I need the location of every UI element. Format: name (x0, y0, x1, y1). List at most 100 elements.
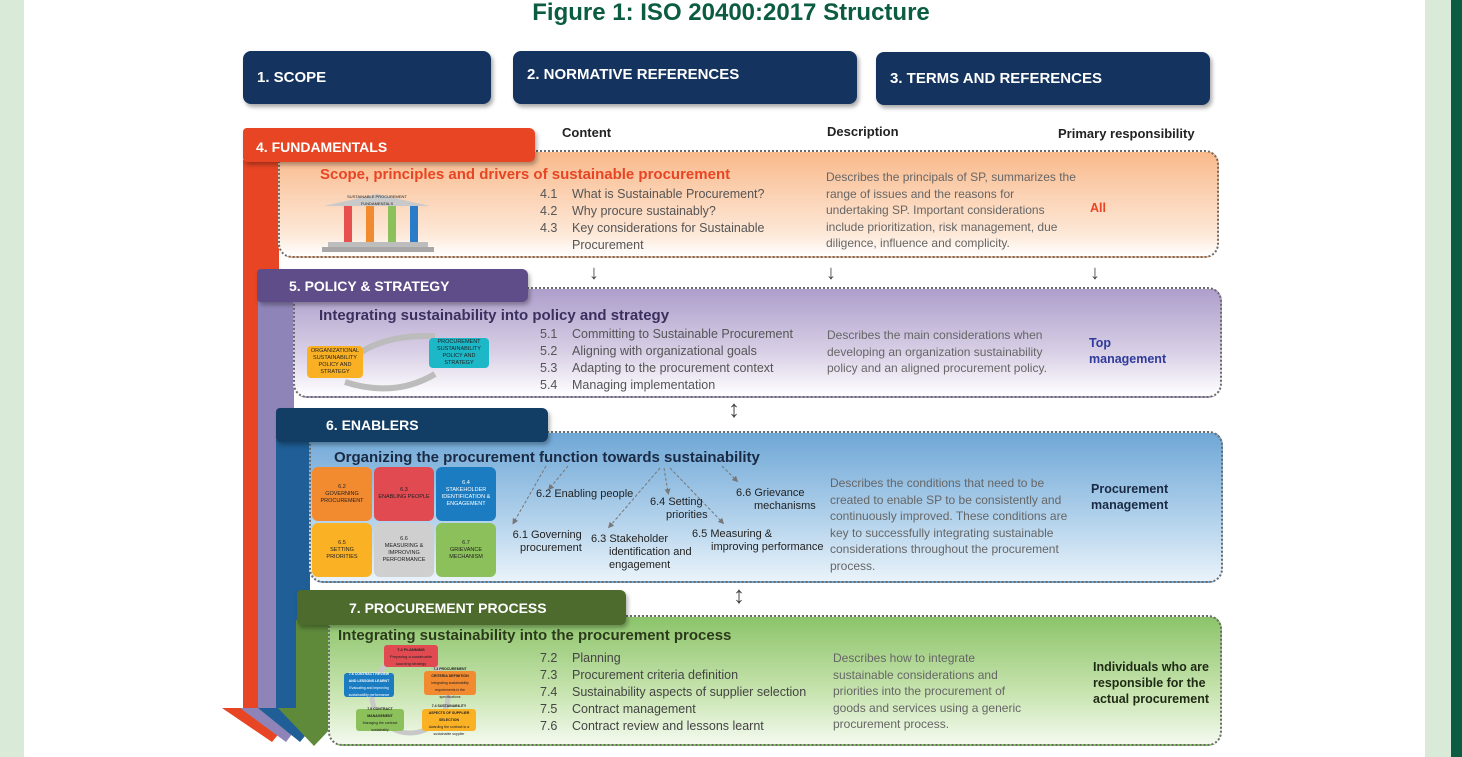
step-sub: Awarding the contract to a sustainable s… (428, 724, 470, 736)
responsibility-line: Individuals who are (1093, 660, 1209, 674)
figure-title: Figure 1: ISO 20400:2017 Structure (0, 0, 1462, 27)
terms-and-references-box: 3. TERMS AND REFERENCES (876, 52, 1210, 105)
figure-title-text: Figure 1: ISO 20400:2017 Structure (532, 0, 930, 26)
cycle-step: 7.4 SUSTAINABILITY ASPECTS OF SUPPLIER S… (422, 704, 476, 736)
policy-description: Describes the main considerations when d… (827, 328, 1047, 375)
double-arrow-icon: ↕ (733, 582, 745, 609)
fundamentals-panel (278, 150, 1219, 258)
item-text: Managing implementation (572, 378, 716, 392)
fundamentals-tab-label: 4. FUNDAMENTALS (256, 139, 388, 155)
puzzle-number: 6.6 (400, 536, 408, 542)
enablers-arrowhead (258, 708, 328, 742)
process-bar (296, 620, 330, 708)
scope-box: 1. SCOPE (243, 51, 491, 104)
puzzle-number: 6.4 (462, 480, 470, 486)
enabler-label-6-5: 6.5 Measuring &improving performance (692, 528, 824, 554)
down-arrow-icon: ↓ (589, 262, 599, 284)
column-header-responsibility: Primary responsibility (1058, 126, 1195, 141)
enablers-tab: 6. ENABLERS (276, 408, 548, 442)
process-responsibility: Individuals who are responsible for the … (1093, 659, 1209, 707)
pointer-arrow (669, 467, 725, 525)
pointer-arrow (663, 467, 671, 495)
policy-bar (258, 296, 294, 708)
puzzle-number: 6.3 (400, 487, 408, 493)
step-title: 7.5 CONTRACT MANAGEMENT (367, 707, 393, 718)
policy-heading: Integrating sustainability into policy a… (319, 307, 670, 324)
down-arrow-icon: ↓ (826, 262, 836, 284)
item-number: 5.3 (540, 361, 558, 375)
temple-icon (322, 194, 434, 252)
content-item: Procurement (540, 237, 764, 254)
responsibility-line: responsible for the (1093, 676, 1206, 690)
fundamentals-heading: Scope, principles and drivers of sustain… (320, 166, 731, 183)
item-number: 4.3 (540, 221, 558, 235)
item-text: Why procure sustainably? (572, 204, 716, 218)
item-text: Contract management (572, 702, 696, 716)
double-arrow-icon: ↕ (728, 396, 740, 423)
puzzle-text: STAKEHOLDER IDENTIFICATION & ENGAGEMENT (441, 487, 491, 507)
label-line: engagement (609, 559, 671, 571)
puzzle-number: 6.7 (462, 539, 470, 546)
column-header-content: Content (562, 125, 612, 140)
item-number: 7.6 (540, 719, 558, 733)
cycle-step: 7.3 PROCUREMENT CRITERIA DEFINITION Integ… (424, 667, 476, 699)
item-number: 7.5 (540, 702, 558, 716)
responsibility-line: Procurement (1091, 482, 1169, 496)
policy-arrowhead (240, 708, 312, 742)
content-item: 5.3 Adapting to the procurement context (540, 360, 793, 377)
item-text: Procurement (572, 238, 644, 252)
item-text: Adapting to the procurement context (572, 361, 774, 375)
normative-references-box: 2. NORMATIVE REFERENCES (513, 51, 857, 104)
item-text: Key considerations for Sustainable (572, 221, 765, 235)
item-text: Procurement criteria definition (572, 668, 739, 682)
label-line: 6.6 Grievance (736, 487, 805, 499)
step-sub: Evaluating and improving sustainability … (348, 686, 390, 697)
item-text: Planning (572, 651, 621, 665)
item-number: 7.3 (540, 668, 558, 682)
step-title: 7.3 PROCUREMENT CRITERIA DEFINITION (431, 666, 469, 678)
content-item: 4.3 Key considerations for Sustainable (540, 220, 764, 237)
item-text: Contract review and lessons learnt (572, 719, 764, 733)
puzzle-text: ENABLING PEOPLE (378, 494, 430, 500)
pointer-arrow (512, 465, 547, 525)
puzzle-number: 6.5 (338, 539, 346, 546)
step-sub: Preparing a sustainable sourcing strateg… (389, 653, 433, 666)
process-tab-label: 7. PROCUREMENT PROCESS (349, 599, 547, 616)
right-border-light (1425, 0, 1451, 757)
item-number: 4.1 (540, 187, 558, 201)
scope-label: 1. SCOPE (257, 69, 327, 86)
down-arrow-icon: ↓ (1090, 262, 1100, 284)
responsibility-line: management (1089, 352, 1167, 366)
label-line: priorities (666, 509, 708, 521)
enablers-heading: Organizing the procurement function towa… (334, 449, 760, 466)
policy-cycle-graphic: ORGANIZATIONAL SUSTAINABILITY POLICY AND… (305, 326, 495, 394)
process-panel (328, 615, 1222, 746)
item-number: 5.4 (540, 378, 558, 392)
policy-responsibility: Top management (1089, 335, 1166, 367)
item-number (540, 237, 572, 254)
item-text: Committing to Sustainable Procurement (572, 327, 793, 341)
enabler-label-6-2: 6.2 Enabling people (536, 488, 634, 500)
pointer-arrow (608, 467, 661, 529)
puzzle-number: 6.2 (338, 483, 346, 490)
item-text: Sustainability aspects of supplier selec… (572, 685, 807, 699)
process-tab: 7. PROCUREMENT PROCESS (297, 590, 626, 625)
step-sub: Integrating sustainability requirements … (431, 680, 469, 699)
process-description: Describes how to integrate sustainable c… (833, 651, 1022, 731)
process-heading: Integrating sustainability into the proc… (338, 627, 732, 644)
step-sub: Managing the contract sustainably (362, 721, 398, 732)
pointer-arrow (548, 465, 569, 491)
policy-tab-label: 5. POLICY & STRATEGY (289, 277, 450, 294)
